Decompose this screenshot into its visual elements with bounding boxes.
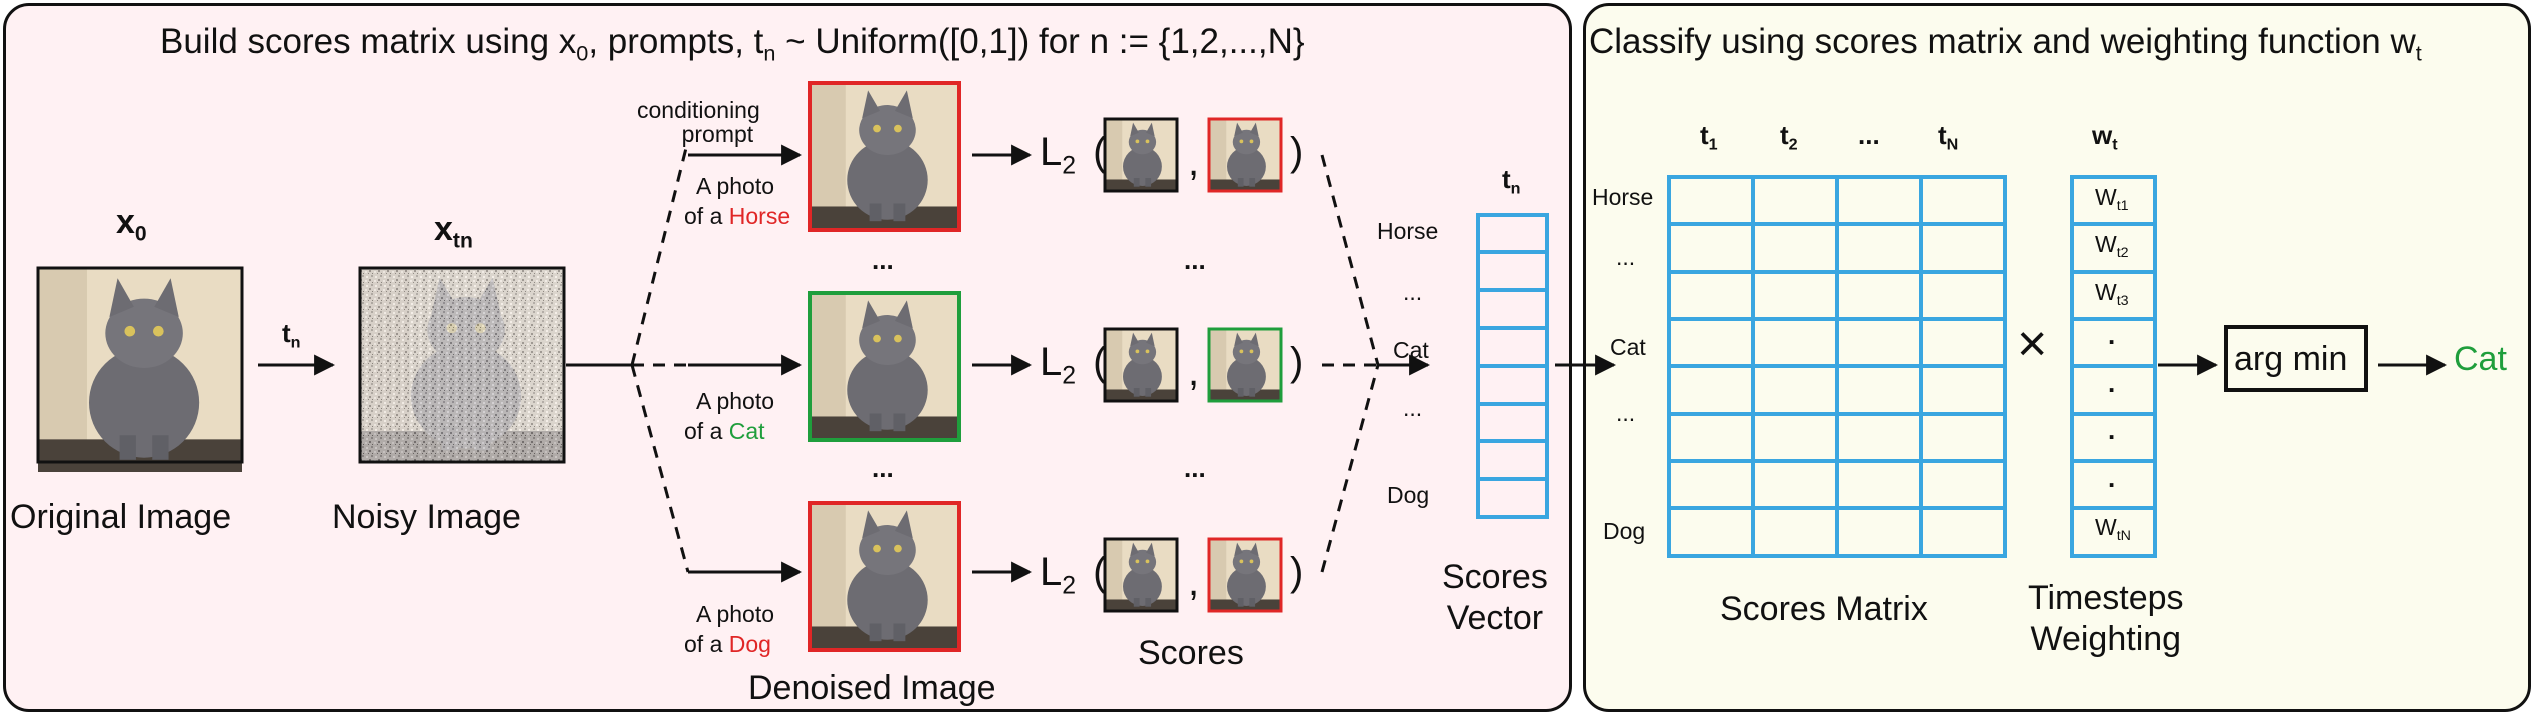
l2-thumb-original-2 <box>1103 327 1179 403</box>
prompt-horse: A photo of a Horse <box>684 173 791 229</box>
matrix-col-header-ellipsis: ... <box>1858 120 1880 150</box>
l2-row-cat: L2 ( , ) <box>1040 340 1304 394</box>
matrix-row-label-horse: Horse <box>1592 184 1654 210</box>
vector-class-ellipsis-1: ... <box>1403 279 1423 305</box>
l2-thumb-original-3 <box>1103 537 1179 613</box>
arrows-right <box>2158 325 2448 392</box>
matrix-col-header-t1: t1 <box>1700 120 1718 154</box>
denoised-image-dog <box>808 501 961 652</box>
arrows-left <box>258 139 1617 583</box>
prompt-class-dog: Dog <box>728 630 771 657</box>
x0-label: x0 <box>116 203 147 246</box>
vector-header: tn <box>1502 164 1521 198</box>
matrix-row-label-cat: Cat <box>1610 334 1646 360</box>
weight-cell-8: WtN <box>2095 514 2131 544</box>
classify-panel <box>1583 3 2531 712</box>
matrix-col-header-t2: t2 <box>1780 120 1798 154</box>
prompt-cat: A photo of a Cat <box>684 388 775 444</box>
weight-cell-2: Wt2 <box>2095 231 2129 261</box>
l2-thumb-denoised-cat <box>1207 327 1283 403</box>
original-image-caption: Original Image <box>10 498 232 536</box>
right-panel-title: Classify using scores matrix and weighti… <box>1589 22 2422 66</box>
ellipsis-denoised-1: ... <box>872 245 894 275</box>
vector-class-horse: Horse <box>1377 218 1439 244</box>
noisy-image <box>358 266 566 464</box>
ellipsis-scores-2: ... <box>1184 453 1206 483</box>
vector-class-ellipsis-2: ... <box>1403 395 1423 421</box>
timesteps-weighting-caption: Timesteps Weighting <box>2028 579 2184 658</box>
l2-thumb-original-1 <box>1103 117 1179 193</box>
ellipsis-scores-1: ... <box>1184 245 1206 275</box>
xtn-label: xtn <box>434 210 473 253</box>
prompt-class-cat: Cat <box>728 417 765 444</box>
l2-row-horse: L2 ( , ) <box>1040 130 1304 184</box>
prompt-class-horse: Horse <box>728 202 791 229</box>
weight-cell-3: Wt3 <box>2095 279 2129 309</box>
vector-class-dog: Dog <box>1387 482 1430 508</box>
denoised-image-horse <box>808 81 961 232</box>
weight-cell-4: . <box>2108 320 2116 350</box>
weight-cell-5: . <box>2108 368 2116 398</box>
tn-arrow-label: tn <box>282 318 301 352</box>
result-label: Cat <box>2454 340 2507 378</box>
l2-thumb-denoised-horse <box>1207 117 1283 193</box>
weighting-vector <box>2070 175 2157 558</box>
original-image <box>36 266 244 472</box>
vector-class-cat: Cat <box>1393 337 1429 363</box>
left-panel-title: Build scores matrix using x0, prompts, t… <box>160 22 1305 66</box>
argmin-label: arg min <box>2234 340 2348 378</box>
matrix-row-label-ellipsis-1: ... <box>1616 244 1636 270</box>
denoised-image-caption: Denoised Image <box>748 669 996 707</box>
matrix-row-label-dog: Dog <box>1603 518 1646 544</box>
denoised-image-cat <box>808 291 961 442</box>
weight-header: wt <box>2092 120 2118 154</box>
matrix-col-header-tN: tN <box>1938 120 1959 154</box>
weight-cell-6: . <box>2108 415 2116 445</box>
scores-matrix <box>1667 175 2007 558</box>
times-symbol: × <box>2017 315 2048 373</box>
matrix-row-label-ellipsis-2: ... <box>1616 400 1636 426</box>
ellipsis-denoised-2: ... <box>872 453 894 483</box>
weight-cell-7: . <box>2108 463 2116 493</box>
weight-cell-1: Wt1 <box>2095 184 2129 214</box>
l2-thumb-denoised-dog <box>1207 537 1283 613</box>
conditioning-prompt-label: conditioning prompt <box>637 97 760 148</box>
scores-caption: Scores <box>1138 634 1244 672</box>
noisy-image-caption: Noisy Image <box>332 498 521 536</box>
l2-row-dog: L2 ( , ) <box>1040 550 1304 604</box>
prompt-dog: A photo of a Dog <box>684 601 775 657</box>
scores-vector-caption: Scores Vector <box>1442 558 1548 637</box>
scores-vector <box>1476 213 1549 519</box>
scores-matrix-caption: Scores Matrix <box>1720 590 1928 628</box>
